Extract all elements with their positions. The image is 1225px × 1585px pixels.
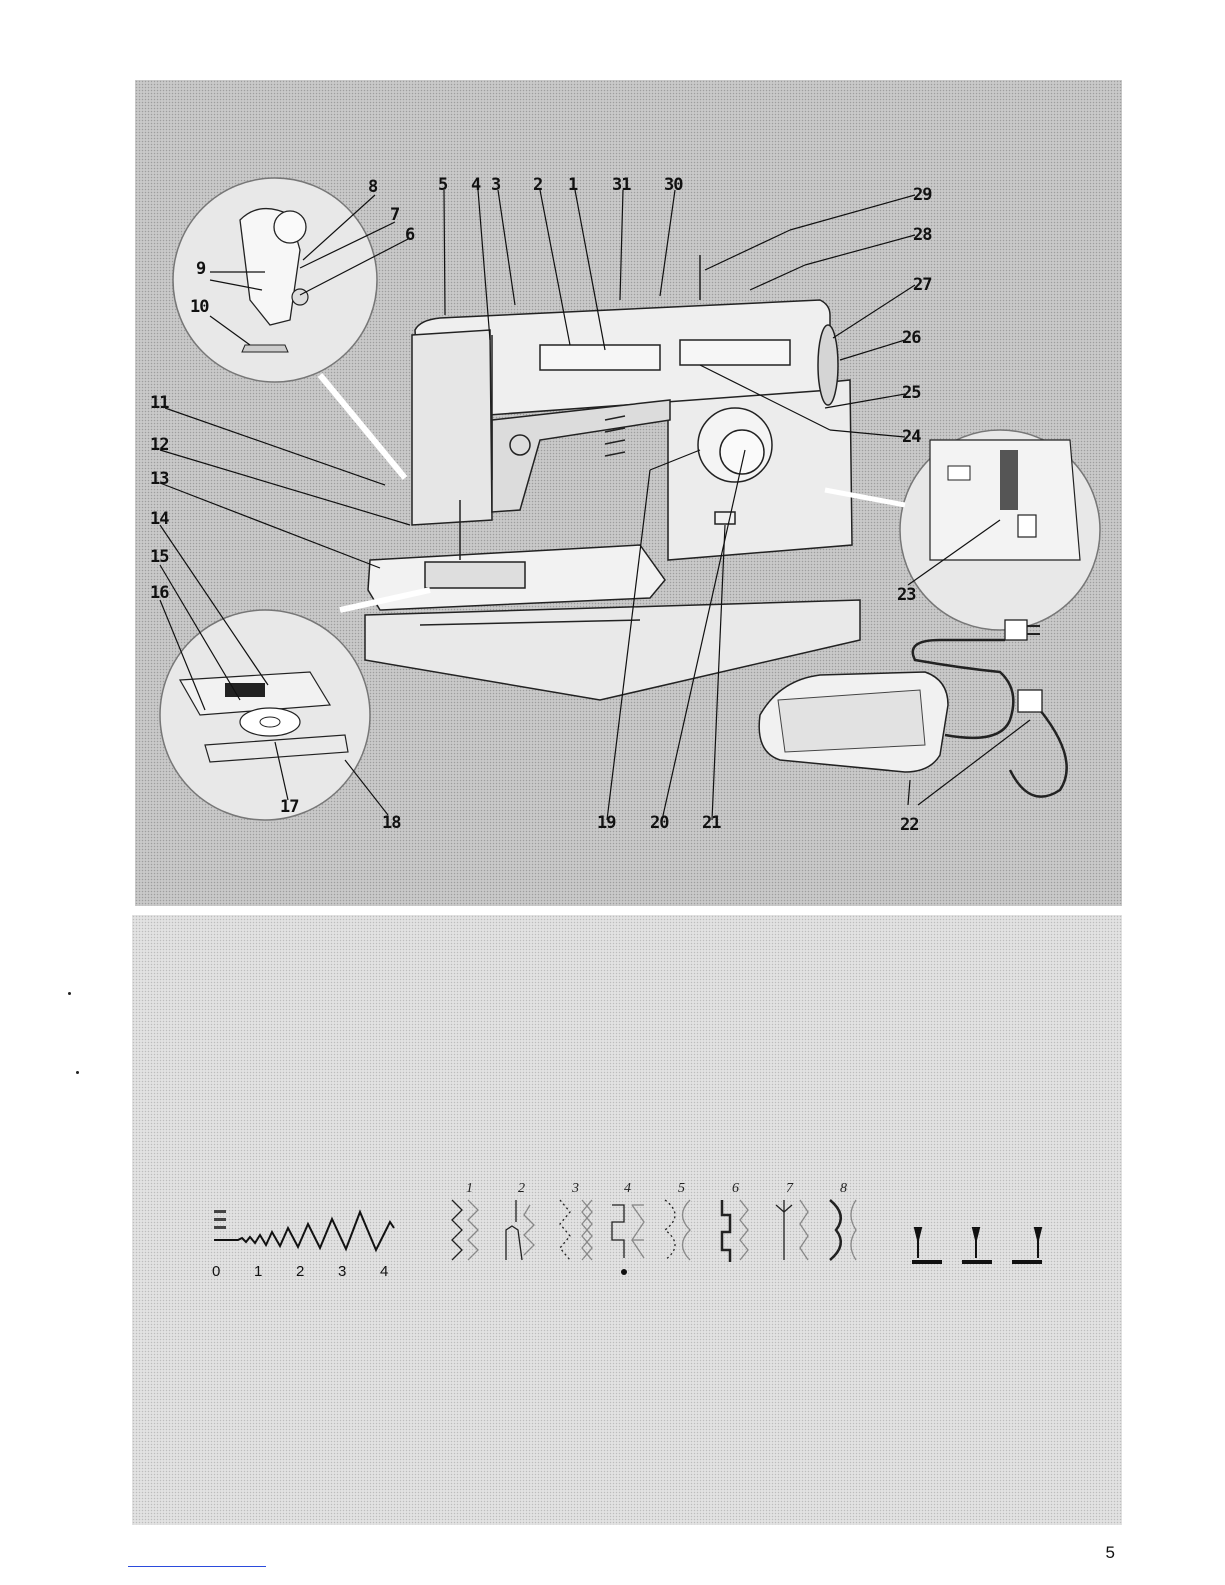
callout-12: 12 [150, 435, 168, 455]
callout-21: 21 [702, 813, 721, 833]
callout-25: 25 [902, 383, 921, 403]
margin-mark [76, 1071, 79, 1074]
pattern-label-6: 6 [732, 1181, 739, 1196]
pattern-label-5: 5 [678, 1181, 685, 1196]
margin-mark [68, 992, 71, 995]
callout-3: 3 [491, 175, 501, 195]
width-label-4: 4 [380, 1263, 388, 1280]
callout-5: 5 [438, 175, 448, 195]
callout-29: 29 [913, 185, 932, 205]
callout-2: 2 [533, 175, 542, 195]
callout-19: 19 [597, 813, 616, 833]
callout-17: 17 [280, 797, 298, 817]
needle-center-icon [962, 1228, 992, 1262]
callout-13: 13 [150, 469, 169, 489]
callout-28: 28 [913, 225, 932, 245]
callout-15: 15 [150, 547, 169, 567]
callout-16: 16 [150, 583, 169, 603]
pattern-label-8: 8 [840, 1181, 847, 1196]
callout-10: 10 [190, 297, 209, 317]
callout-20: 20 [650, 813, 669, 833]
stitch-patterns: 1 2 3 4 5 6 7 8 [452, 1181, 856, 1275]
callout-7: 7 [390, 205, 399, 225]
callout-30: 30 [664, 175, 683, 195]
width-label-3: 3 [338, 1263, 346, 1280]
callout-23: 23 [897, 585, 916, 605]
callout-11: 11 [150, 393, 169, 413]
footer-link-underline[interactable] [128, 1566, 266, 1567]
needle-left-icon [912, 1228, 942, 1262]
width-label-1: 1 [254, 1263, 262, 1280]
needle-right-icon [1012, 1228, 1042, 1262]
pattern-label-1: 1 [466, 1181, 473, 1196]
presser-foot-detail [173, 178, 405, 478]
callout-18: 18 [382, 813, 401, 833]
width-label-0: 0 [212, 1263, 220, 1280]
callout-14: 14 [150, 509, 169, 529]
callout-8: 8 [368, 177, 378, 197]
needle-position-icons [912, 1228, 1042, 1262]
callout-27: 27 [913, 275, 931, 295]
page-number: 5 [1106, 1543, 1115, 1563]
callout-24: 24 [902, 427, 921, 447]
stitch-width-scale: 0 1 2 3 4 [212, 1210, 394, 1280]
callout-6: 6 [405, 225, 415, 245]
pattern-label-3: 3 [571, 1181, 579, 1196]
width-label-2: 2 [296, 1263, 304, 1280]
callout-9: 9 [196, 259, 206, 279]
pattern-label-2: 2 [518, 1181, 525, 1196]
pattern-label-7: 7 [786, 1181, 794, 1196]
sewing-machine-body [365, 255, 860, 700]
callout-31: 31 [612, 175, 631, 195]
callout-26: 26 [902, 328, 921, 348]
callout-22: 22 [900, 815, 918, 835]
callout-1: 1 [568, 175, 578, 195]
callout-4: 4 [471, 175, 481, 195]
pattern-label-4: 4 [624, 1181, 631, 1196]
power-socket-detail [825, 430, 1100, 630]
